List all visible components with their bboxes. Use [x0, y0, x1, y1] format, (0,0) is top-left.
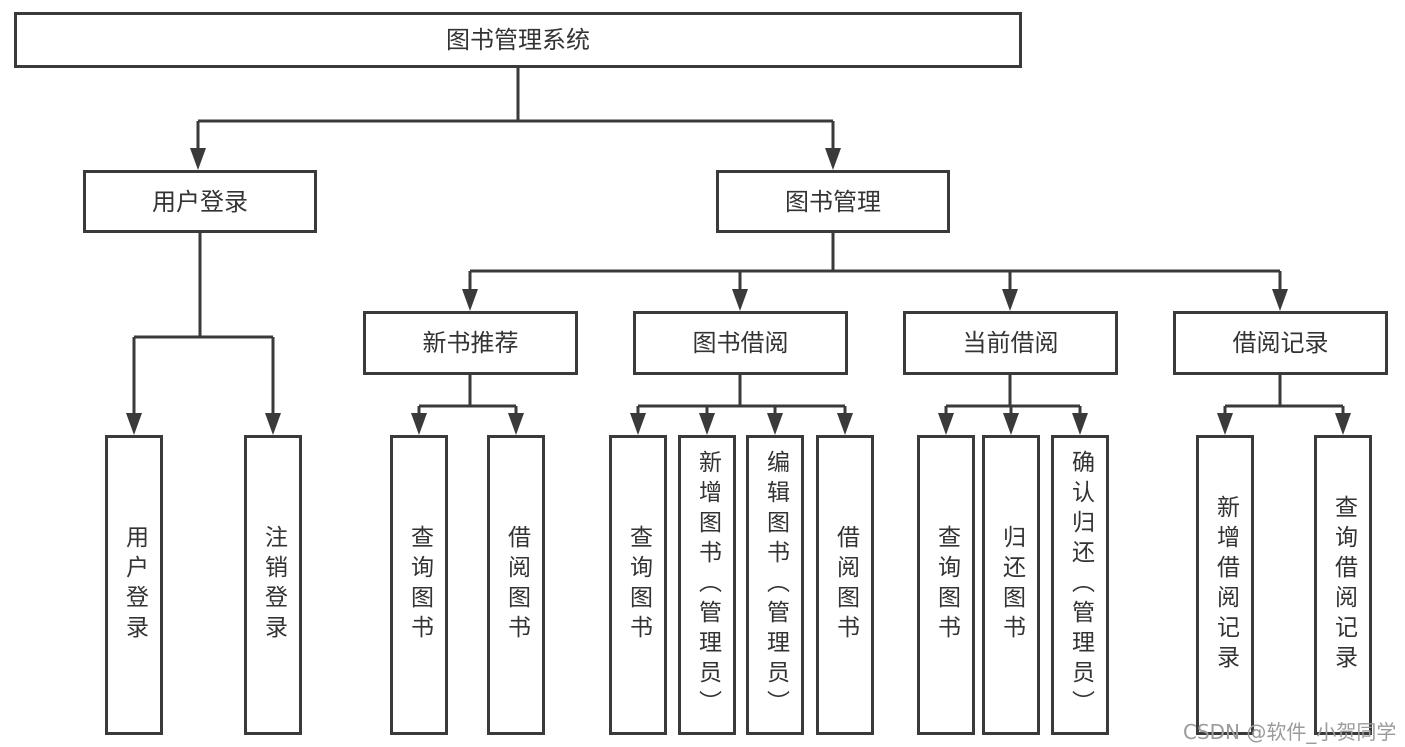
node-new-book-recommend: 新书推荐: [363, 311, 578, 375]
node-book-management: 图书管理: [716, 170, 950, 233]
leaf-return-books: 归还图书: [982, 435, 1040, 735]
leaf-confirm-return-admin: 确认归还（管理员）: [1051, 435, 1109, 735]
leaf-borrow-query-books: 查询图书: [609, 435, 667, 735]
node-borrow-records: 借阅记录: [1173, 311, 1388, 375]
node-current-borrow: 当前借阅: [903, 311, 1118, 375]
node-library-management-system: 图书管理系统: [14, 12, 1022, 68]
leaf-user-login: 用户登录: [105, 435, 163, 735]
leaf-edit-book-admin: 编辑图书（管理员）: [746, 435, 804, 735]
leaf-add-book-admin: 新增图书（管理员）: [678, 435, 736, 735]
leaf-logout: 注销登录: [244, 435, 302, 735]
csdn-watermark: CSDN @软件_小贺同学: [1183, 720, 1397, 744]
leaf-add-borrow-record: 新增借阅记录: [1196, 435, 1254, 735]
leaf-newbooks-borrow-books: 借阅图书: [487, 435, 545, 735]
leaf-borrow-books: 借阅图书: [816, 435, 874, 735]
node-user-login: 用户登录: [83, 170, 317, 233]
leaf-current-query-books: 查询图书: [917, 435, 975, 735]
leaf-query-borrow-record: 查询借阅记录: [1314, 435, 1372, 735]
leaf-newbooks-query-books: 查询图书: [390, 435, 448, 735]
node-book-borrow: 图书借阅: [633, 311, 848, 375]
